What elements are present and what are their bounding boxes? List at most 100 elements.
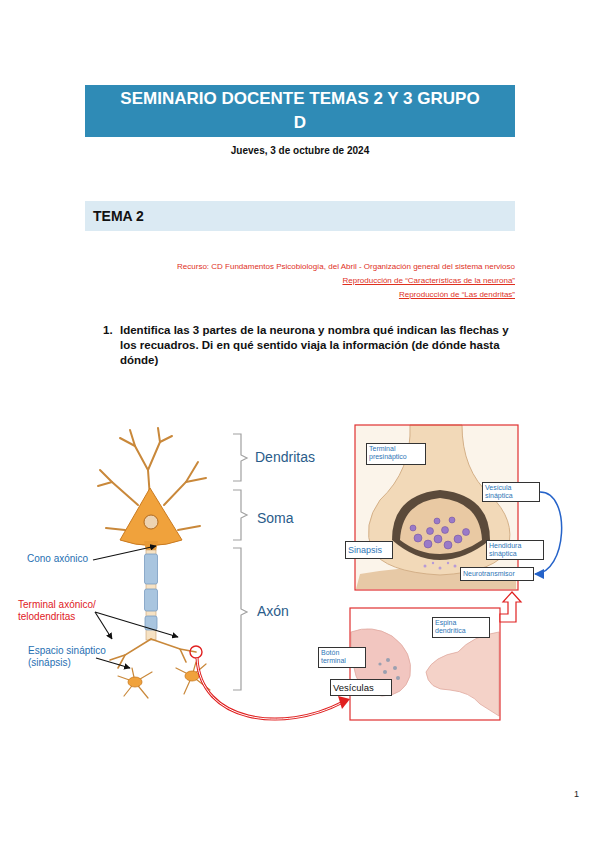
presynaptic-terminal-image bbox=[410, 517, 470, 549]
part-name: Axón bbox=[257, 603, 337, 619]
bracket bbox=[233, 548, 247, 690]
dendritic-spine-image bbox=[393, 666, 397, 670]
presynaptic-terminal-image bbox=[427, 528, 434, 535]
bracket bbox=[233, 434, 247, 690]
neuron-drawing bbox=[110, 655, 125, 660]
neuron-drawing bbox=[98, 428, 210, 698]
dendritic-spine-image bbox=[350, 608, 500, 720]
dendritic-spine-image bbox=[350, 608, 500, 720]
box-text: Hendidura sináptica bbox=[489, 542, 541, 558]
neuron-drawing bbox=[178, 526, 200, 530]
neuron-drawing bbox=[148, 428, 160, 470]
presynaptic-terminal-image bbox=[444, 541, 452, 549]
leader-lines bbox=[95, 612, 178, 637]
neuron-drawing bbox=[186, 478, 206, 482]
presynaptic-terminal-image bbox=[447, 562, 449, 564]
resource-link: Reproducción de “Características de la n… bbox=[180, 276, 515, 285]
neuron-drawing bbox=[180, 649, 186, 662]
header-band: SEMINARIO DOCENTE TEMAS 2 Y 3 GRUPO D bbox=[85, 85, 515, 137]
neuron-drawing bbox=[160, 436, 172, 442]
presynaptic-terminal-image bbox=[355, 425, 518, 590]
neuron-drawing bbox=[110, 639, 196, 668]
presynaptic-terminal-image bbox=[449, 517, 455, 523]
curved-arrow bbox=[535, 492, 562, 574]
neuron-drawing bbox=[145, 589, 158, 611]
section-band: TEMA 2 bbox=[85, 201, 515, 231]
presynaptic-terminal-image bbox=[392, 490, 490, 560]
neuron-drawing bbox=[120, 488, 182, 546]
bracket bbox=[233, 434, 247, 481]
resource-note: Recurso: CD Fundamentos Psicobiología, d… bbox=[40, 262, 515, 271]
text-box: Hendidura sináptica bbox=[486, 540, 544, 560]
dendritic-spine-image bbox=[378, 662, 381, 665]
neuron-drawing bbox=[118, 662, 210, 698]
box-text: Terminal presináptico bbox=[369, 445, 423, 461]
neuron-drawing bbox=[106, 528, 125, 530]
neuron-drawing bbox=[164, 462, 198, 505]
neuron-drawing bbox=[190, 646, 202, 658]
neuron-drawing bbox=[100, 470, 138, 505]
question-number: 1. bbox=[103, 323, 119, 338]
text-box: Terminal presináptico bbox=[366, 443, 426, 465]
box-text: Vesículas bbox=[333, 681, 389, 694]
presynaptic-terminal-image bbox=[414, 534, 422, 542]
neuron-drawing bbox=[185, 671, 199, 681]
presynaptic-terminal-image bbox=[439, 567, 442, 570]
presynaptic-terminal-image bbox=[454, 535, 462, 543]
presynaptic-terminal-image bbox=[410, 525, 416, 531]
text-box: Vesículas bbox=[330, 679, 392, 696]
presynaptic-terminal-image bbox=[432, 562, 434, 564]
text-box: Vesícula sináptica bbox=[482, 482, 540, 502]
presynaptic-terminal-image bbox=[400, 498, 482, 554]
text-box: Botón terminal bbox=[318, 647, 366, 668]
presynaptic-terminal-image bbox=[355, 425, 518, 590]
box-text: Sinapsis bbox=[348, 543, 390, 557]
zoom-arrow bbox=[338, 696, 350, 709]
callout-label: Terminal axónico/ telodendritas bbox=[18, 599, 108, 623]
zoom-arrow bbox=[500, 592, 521, 622]
neuron-drawing bbox=[151, 639, 196, 652]
callout-label: Cono axónico bbox=[27, 553, 107, 564]
dendritic-spine-image bbox=[426, 632, 499, 716]
neuron-drawing bbox=[98, 482, 112, 486]
presynaptic-terminal-image bbox=[434, 535, 442, 543]
presynaptic-terminal-image bbox=[454, 565, 457, 568]
presynaptic-terminal-image bbox=[355, 425, 518, 590]
neuron-drawing bbox=[130, 430, 150, 498]
box-text: Botón terminal bbox=[321, 649, 363, 665]
presynaptic-terminal-image bbox=[424, 540, 432, 548]
leader-lines bbox=[93, 546, 156, 560]
neuron-drawing bbox=[145, 554, 158, 584]
page-number: 1 bbox=[574, 789, 588, 799]
date-line: Jueves, 3 de octubre de 2024 bbox=[150, 145, 450, 156]
resource-link: Reproducción de “Las dendritas” bbox=[180, 290, 515, 299]
question-text: Identifica las 3 partes de la neurona y … bbox=[120, 323, 512, 368]
neuron-drawing bbox=[118, 639, 151, 668]
zoom-arrow bbox=[197, 592, 521, 719]
part-name: Dendritas bbox=[255, 449, 345, 465]
box-text: Neurotransmisor bbox=[463, 569, 531, 579]
text-box: Espina dendrítica bbox=[432, 617, 490, 638]
bracket bbox=[233, 490, 247, 540]
presynaptic-terminal-image bbox=[424, 565, 427, 568]
presynaptic-terminal-image bbox=[463, 529, 470, 536]
box-text: Vesícula sináptica bbox=[485, 484, 537, 500]
neuron-drawing bbox=[144, 515, 158, 529]
callout-label: Espacio sináptico (sinápsis) bbox=[28, 645, 120, 669]
text-box: Neurotransmisor bbox=[460, 567, 534, 581]
box-text: Espina dendrítica bbox=[435, 619, 487, 635]
box-text: TEMA 2 bbox=[93, 201, 515, 231]
leader-lines bbox=[96, 658, 130, 668]
neuron-drawing bbox=[98, 428, 206, 530]
dendritic-spine-image bbox=[383, 670, 387, 674]
neuron-drawing bbox=[120, 438, 135, 446]
presynaptic-terminal-image bbox=[424, 562, 457, 570]
part-name: Soma bbox=[257, 510, 337, 526]
dendritic-spine-image bbox=[350, 608, 500, 720]
neuron-drawing bbox=[128, 677, 142, 687]
dendritic-spine-image bbox=[396, 676, 400, 680]
